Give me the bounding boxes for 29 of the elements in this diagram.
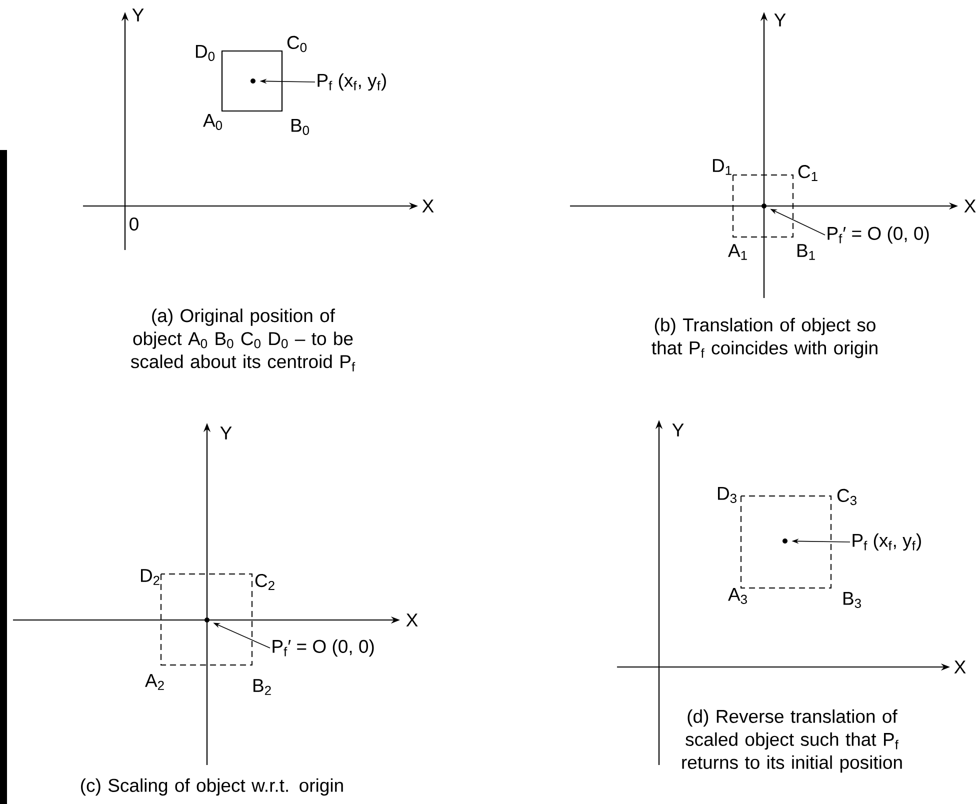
corner-label: C$_{3}$ — [837, 488, 856, 506]
corner-label: B$_{1}$ — [798, 244, 815, 260]
caption: (a) Original position of object A$_{0}$ B$_{0}$ C$_{0}$ D$_{0}$ – to be scaled about its centroid P$_{f}$ — [130, 308, 356, 372]
axis-label: Y — [220, 426, 232, 440]
corner-label: A$_{2}$ — [145, 674, 164, 690]
axis-label: X — [954, 660, 966, 674]
corner-label: C$_{0}$ — [287, 36, 307, 52]
axis-label: X — [422, 200, 434, 212]
corner-label: B$_{2}$ — [254, 679, 271, 695]
point-label: P$_{f}$′ = O (0, 0) — [272, 639, 374, 657]
corner-label: A$_{0}$ — [203, 114, 222, 130]
corner-label: A$_{1}$ — [728, 244, 747, 260]
origin-label: 0 — [130, 217, 138, 231]
corner-label: B$_{0}$ — [292, 119, 310, 135]
point-label: P$_{f}$ (x$_{f}$, y$_{f}$) — [318, 73, 386, 91]
point-label: P$_{f}$′ = O (0, 0) — [828, 226, 929, 244]
axis-label: Y — [774, 14, 786, 26]
corner-label: C$_{1}$ — [798, 165, 818, 181]
caption: (d) Reverse translation of scaled object such that P$_{f}$ returns to its initial position — [682, 709, 902, 773]
caption: (c) Scaling of object w.r.t. origin — [81, 778, 343, 796]
axis-label: X — [964, 200, 976, 212]
corner-label: B$_{3}$ — [844, 592, 861, 608]
caption: (b) Translation of object so that P$_{f}$ coincides with origin — [652, 318, 878, 358]
corner-label: A$_{3}$ — [728, 588, 747, 604]
corner-label: C$_{2}$ — [255, 574, 274, 590]
axis-label: Y — [132, 8, 144, 22]
axis-label: Y — [672, 424, 684, 436]
axis-label: X — [406, 614, 418, 626]
point-label: P$_{f}$ (x$_{f}$, y$_{f}$) — [852, 533, 921, 551]
